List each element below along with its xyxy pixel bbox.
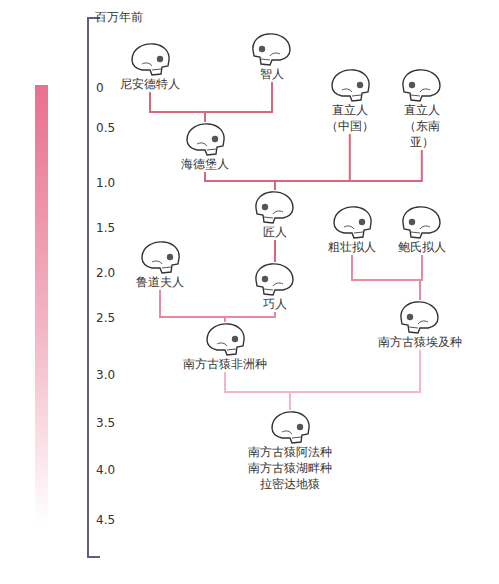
species-node: 南方古猿非洲种: [182, 322, 268, 372]
skull-drawing: [183, 122, 227, 156]
species-name: 匠人: [262, 224, 288, 240]
tick-label: 1.0: [96, 176, 115, 190]
skull-drawing: [203, 322, 247, 356]
skull-drawing: [268, 410, 312, 444]
tick-label: 0.5: [96, 121, 115, 135]
species-name: 直立人 （中国）: [323, 102, 377, 134]
species-node: 匠人: [253, 190, 297, 240]
tick-label: 1.5: [96, 221, 115, 235]
skull-drawing: [398, 300, 442, 334]
skull-drawing: [138, 240, 182, 274]
branch-line: [225, 312, 275, 322]
branch-line: [290, 350, 420, 410]
branch-line: [420, 255, 422, 300]
species-name: 南方古猿阿法种: [247, 444, 333, 460]
skull-drawing: [253, 190, 297, 224]
branch-line: [225, 372, 290, 410]
species-name: 南方古猿非洲种: [182, 356, 268, 372]
species-node: 海德堡人: [180, 122, 230, 172]
species-name: 海德堡人: [180, 156, 230, 172]
branch-line: [150, 92, 205, 122]
species-name: 直立人 （东南亚）: [395, 102, 449, 150]
species-name: 南方古猿湖畔种: [247, 460, 333, 476]
branch-line: [160, 290, 225, 322]
skull-drawing: [128, 42, 172, 76]
species-node: 南方古猿埃及种: [377, 300, 463, 350]
axis-title: 百万年前: [95, 10, 143, 24]
species-node: 南方古猿阿法种南方古猿湖畔种拉密达地猿: [247, 410, 333, 492]
tick-label: 3.5: [96, 416, 115, 430]
branch-line: [275, 150, 422, 190]
branch-line: [352, 255, 420, 300]
species-node: 直立人 （中国）: [323, 68, 377, 134]
skull-drawing: [330, 205, 374, 239]
tick-label: 0: [96, 81, 104, 95]
skull-drawing: [400, 68, 444, 102]
species-name: 粗壮拟人: [327, 239, 377, 255]
species-node: 粗壮拟人: [327, 205, 377, 255]
species-node: 智人: [250, 32, 294, 82]
branch-line: [274, 240, 276, 262]
tick-label: 2.0: [96, 266, 115, 280]
species-name: 尼安德特人: [119, 76, 181, 92]
species-name: 南方古猿埃及种: [377, 334, 463, 350]
species-node: 直立人 （东南亚）: [395, 68, 449, 150]
tick-label: 3.0: [96, 368, 115, 382]
skull-drawing: [400, 205, 444, 239]
species-name: 智人: [259, 66, 285, 82]
species-name: 巧人: [262, 296, 288, 312]
branch-line: [205, 172, 275, 190]
species-node: 巧人: [253, 262, 297, 312]
species-node: 鲁道夫人: [135, 240, 185, 290]
species-name: 拉密达地猿: [259, 476, 321, 492]
skull-drawing: [253, 262, 297, 296]
tick-label: 4.0: [96, 463, 115, 477]
tick-label: 2.5: [96, 311, 115, 325]
branch-line: [205, 82, 272, 122]
species-node: 尼安德特人: [119, 42, 181, 92]
species-node: 鲍氏拟人: [397, 205, 447, 255]
species-name: 鲁道夫人: [135, 274, 185, 290]
tick-label: 4.5: [96, 513, 115, 527]
skull-drawing: [250, 32, 294, 66]
species-name: 鲍氏拟人: [397, 239, 447, 255]
time-gradient-bar: [35, 85, 48, 525]
skull-drawing: [328, 68, 372, 102]
